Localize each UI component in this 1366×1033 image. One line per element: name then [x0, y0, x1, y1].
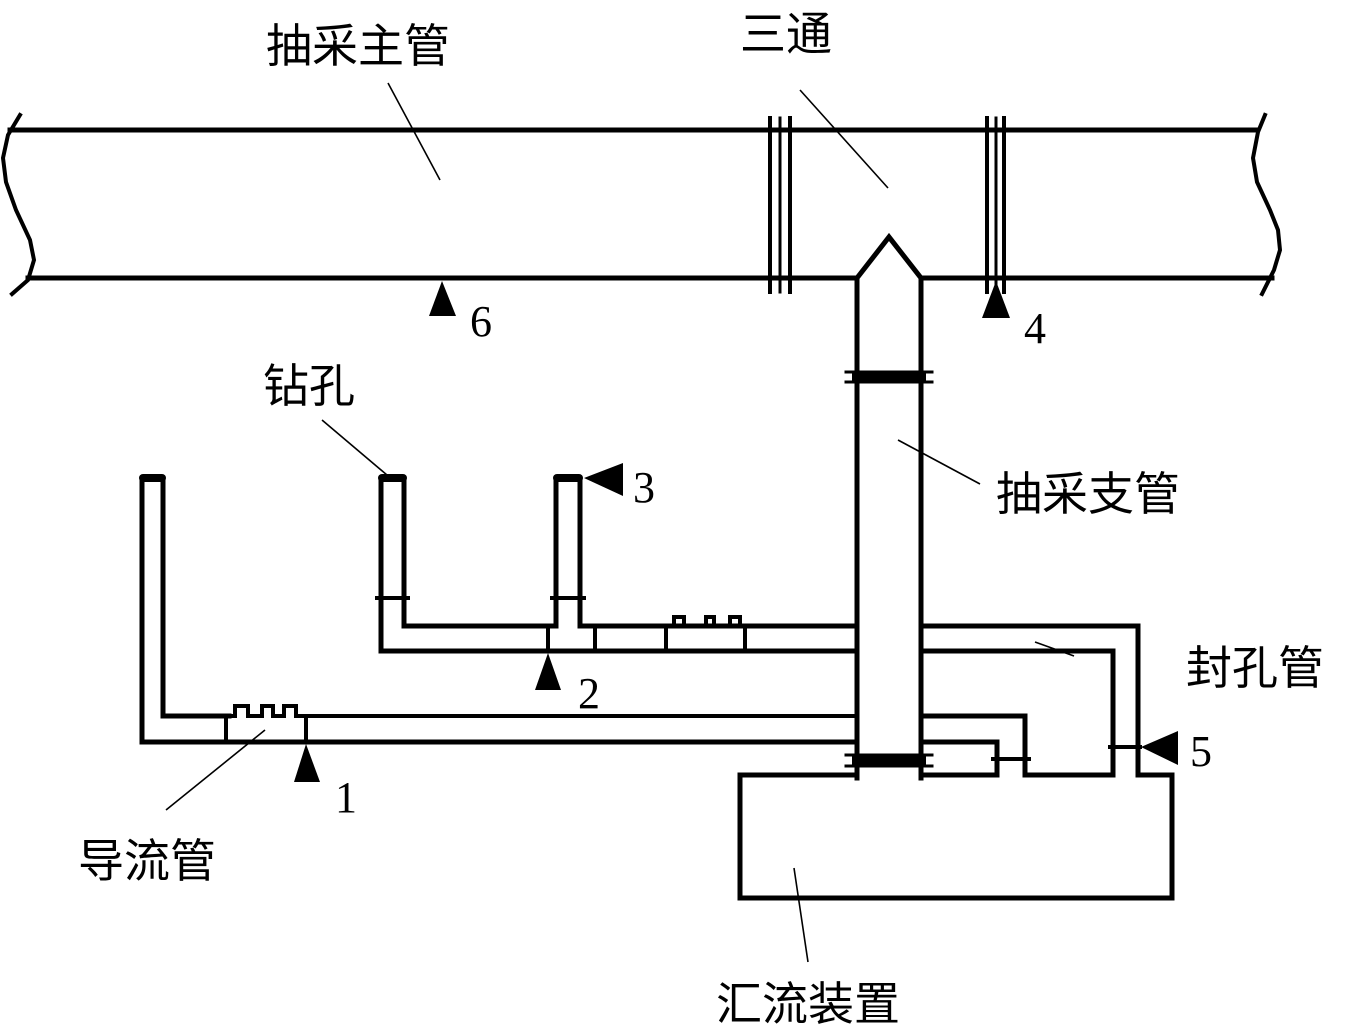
- point-label-3: 3: [633, 463, 655, 512]
- main-pipe-flange-left: [768, 116, 792, 294]
- measurement-point-1: 1: [294, 744, 357, 822]
- triangle-marker-icon: [535, 653, 561, 690]
- borehole-left: [139, 474, 860, 745]
- main-pipe-right-break: [1250, 112, 1283, 297]
- label-branch-pipe: 抽采支管: [996, 467, 1180, 521]
- main-pipe-flange-right: [985, 116, 1006, 294]
- sealing-pipe-outer-and-manifold: [737, 623, 1175, 901]
- label-main-pipe: 抽采主管: [266, 19, 450, 73]
- label-tee: 三通: [740, 7, 832, 61]
- sealing-pipe-small: [918, 739, 1000, 778]
- branch-pipe-upper-coupling: [844, 370, 934, 384]
- leader-guide-pipe: [165, 729, 266, 811]
- leader-manifold: [793, 867, 809, 963]
- triangle-marker-icon: [584, 463, 623, 496]
- borehole-right: [546, 474, 860, 653]
- guide-pipe-corrugation: [227, 704, 859, 718]
- point-label-4: 4: [1024, 304, 1046, 353]
- triangle-marker-icon: [982, 281, 1010, 318]
- manifold-box: [740, 775, 1172, 898]
- sealing-pipes: [737, 623, 1175, 901]
- triangle-marker-icon: [1141, 731, 1178, 765]
- tee-tip: [853, 232, 925, 282]
- measurement-point-3: 3: [584, 463, 655, 512]
- triangle-marker-icon: [294, 744, 320, 782]
- label-guide-pipe: 导流管: [78, 834, 216, 888]
- leader-main-pipe: [387, 82, 441, 181]
- point-label-2: 2: [578, 669, 600, 718]
- measurement-point-5: 5: [1141, 727, 1212, 776]
- label-borehole: 钻孔: [263, 359, 355, 413]
- main-pipe-left-break: [0, 112, 37, 297]
- branch-pipe-lower-coupling: [844, 753, 934, 768]
- leader-borehole: [321, 419, 388, 476]
- point-label-1: 1: [335, 773, 357, 822]
- borehole-middle: [375, 474, 860, 654]
- main-pipe: [0, 112, 1283, 297]
- label-manifold: 汇流装置: [716, 977, 900, 1031]
- leader-branch-pipe: [897, 439, 981, 485]
- point-label-6: 6: [470, 297, 492, 346]
- leader-sealing-pipe: [1034, 641, 1075, 657]
- measurement-point-6: 6: [429, 281, 492, 346]
- measurement-point-4: 4: [982, 281, 1046, 353]
- borehole-corrugation: [666, 615, 742, 628]
- measurement-point-2: 2: [535, 653, 600, 718]
- leader-tee: [799, 89, 889, 189]
- branch-pipe: [844, 232, 934, 781]
- sealing-pipe-inner: [918, 648, 1116, 778]
- label-sealing-pipe: 封孔管: [1186, 641, 1324, 695]
- triangle-marker-icon: [429, 281, 456, 316]
- point-label-5: 5: [1190, 727, 1212, 776]
